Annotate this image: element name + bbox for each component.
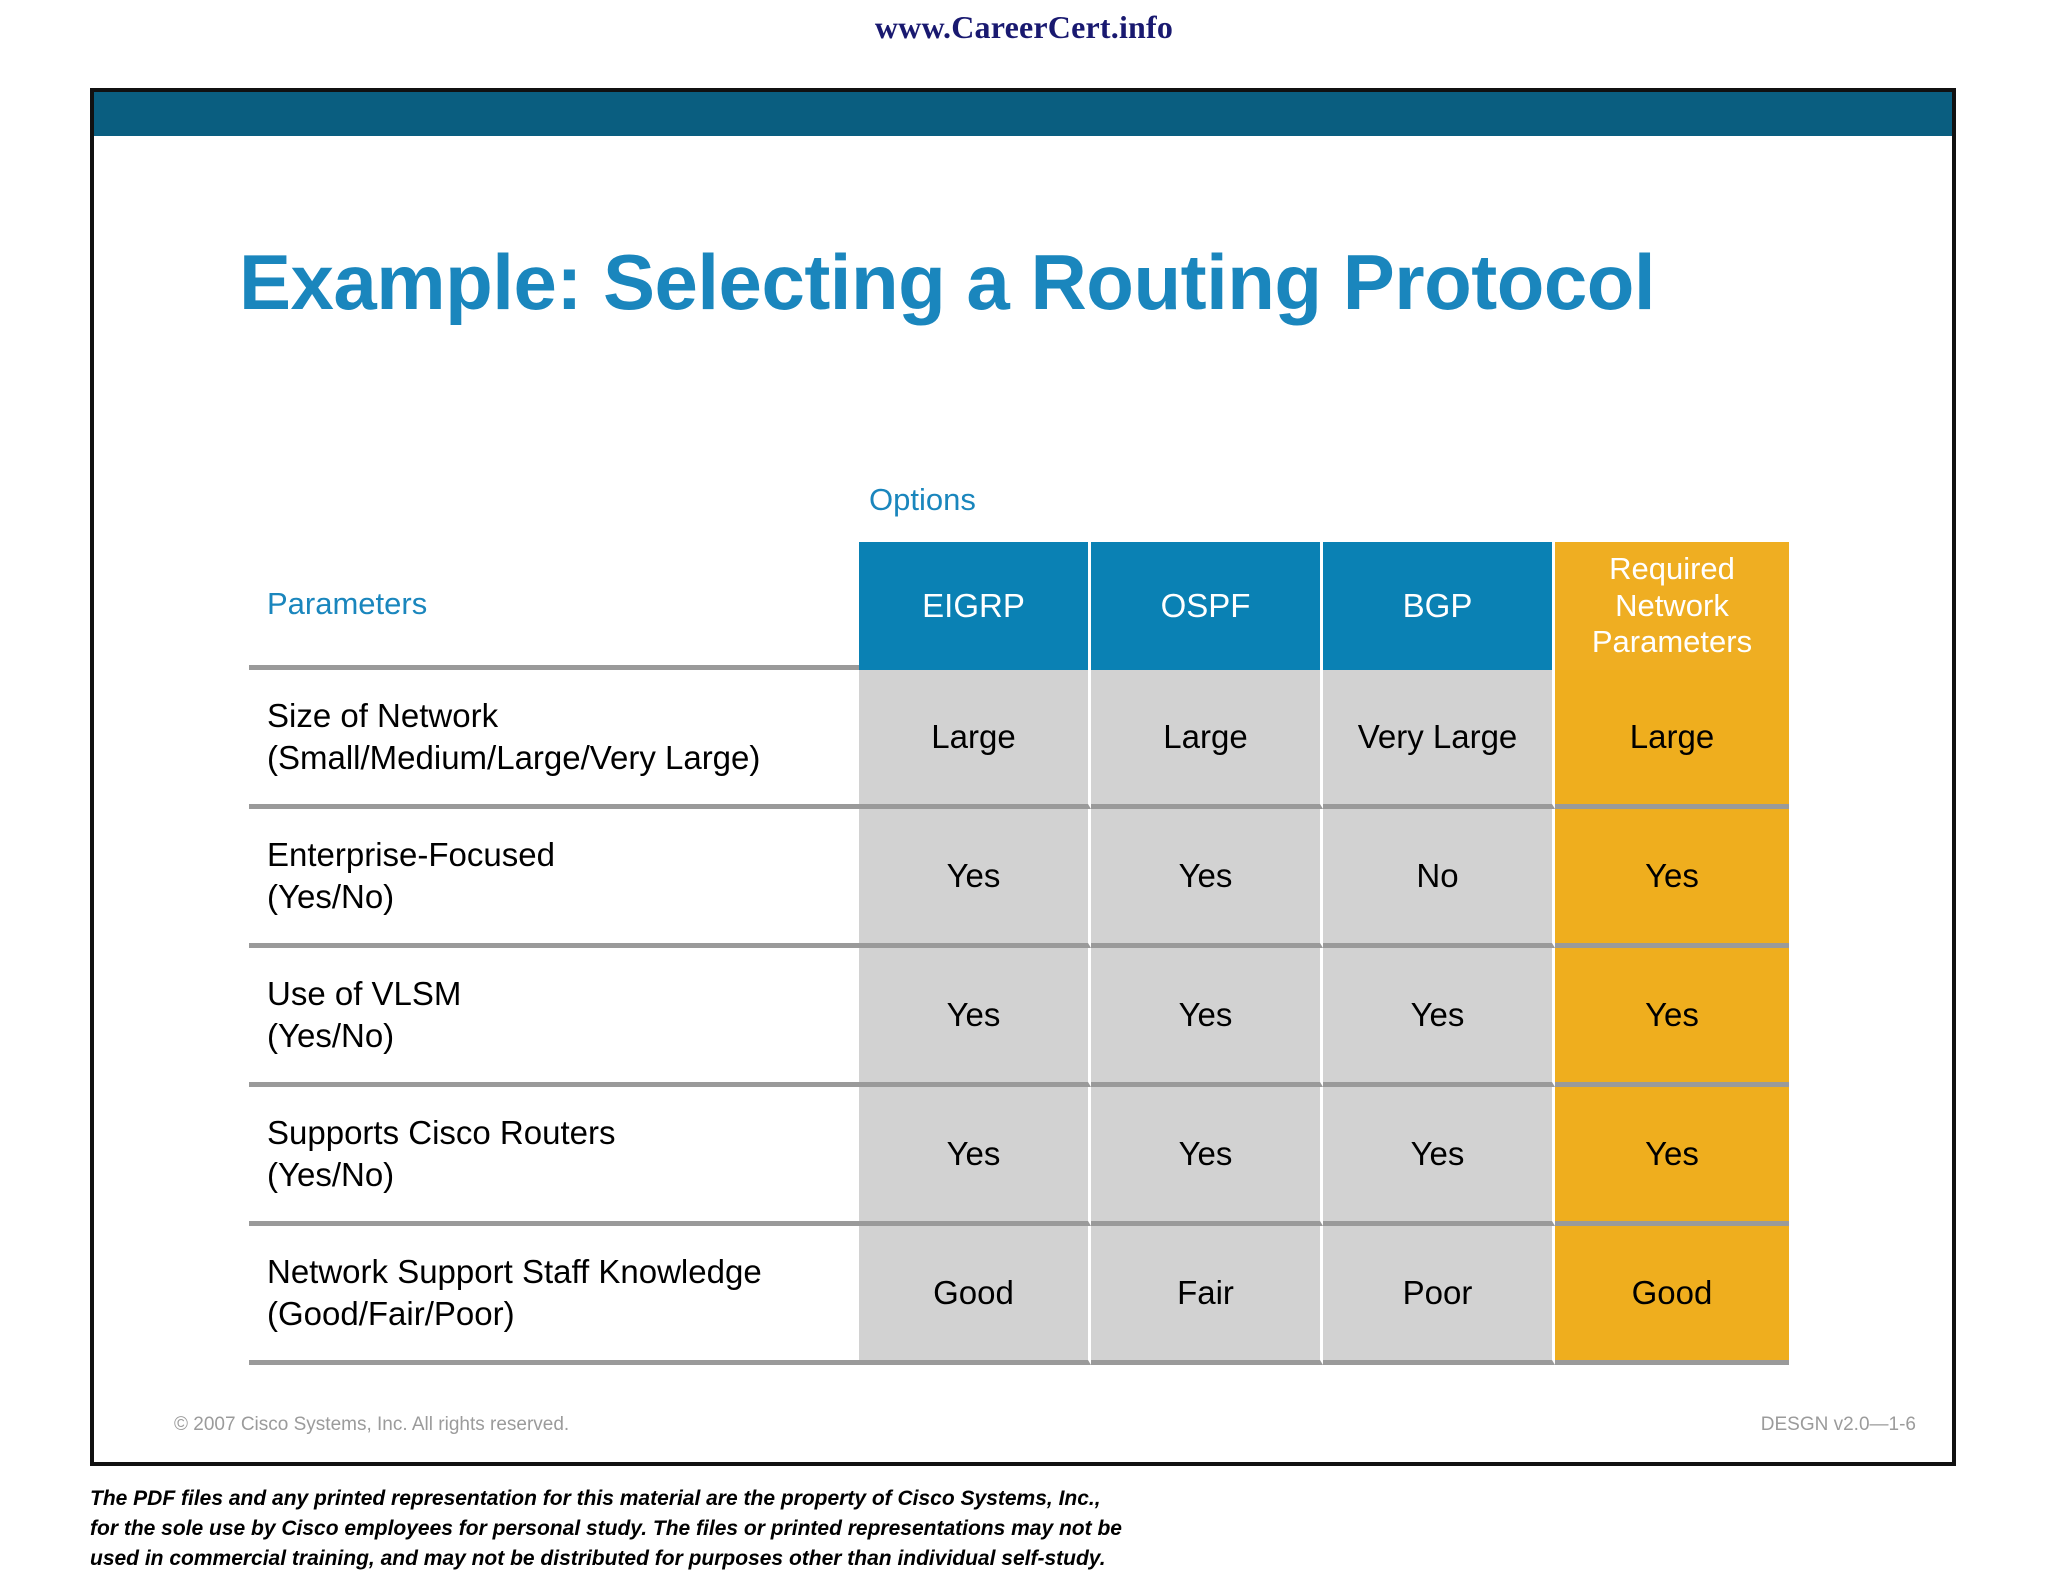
table-row: Use of VLSM (Yes/No) Yes Yes Yes Yes xyxy=(249,948,1789,1087)
cell-ospf-enterprise-focused: Yes xyxy=(1091,809,1323,948)
page-title: Example: Selecting a Routing Protocol xyxy=(239,238,1656,326)
site-watermark-text: www.CareerCert.info xyxy=(874,8,1174,45)
row-label-supports-cisco-routers: Supports Cisco Routers (Yes/No) xyxy=(249,1087,859,1226)
cell-ospf-use-of-vlsm: Yes xyxy=(1091,948,1323,1087)
cell-bgp-enterprise-focused: No xyxy=(1323,809,1555,948)
column-header-ospf: OSPF xyxy=(1091,542,1323,670)
cell-ospf-network-support-staff-knowledge: Fair xyxy=(1091,1226,1323,1365)
cell-eigrp-enterprise-focused: Yes xyxy=(859,809,1091,948)
course-code: DESGN v2.0—1-6 xyxy=(1760,1414,1916,1435)
column-header-eigrp: EIGRP xyxy=(859,542,1091,670)
slide-frame: Example: Selecting a Routing Protocol Op… xyxy=(90,88,1956,1466)
row-label-scale: (Yes/No) xyxy=(267,1017,395,1054)
column-header-parameters: Parameters xyxy=(249,542,859,670)
row-label-name: Supports Cisco Routers xyxy=(267,1114,616,1152)
row-label-name: Network Support Staff Knowledge xyxy=(267,1253,762,1291)
disclaimer-line-2: for the sole use by Cisco employees for … xyxy=(90,1516,1122,1540)
row-label-scale: (Small/Medium/Large/Very Large) xyxy=(267,739,761,776)
cell-ospf-supports-cisco-routers: Yes xyxy=(1091,1087,1323,1226)
row-label-use-of-vlsm: Use of VLSM (Yes/No) xyxy=(249,948,859,1087)
cell-required-supports-cisco-routers: Yes xyxy=(1555,1087,1789,1226)
cell-eigrp-use-of-vlsm: Yes xyxy=(859,948,1091,1087)
column-header-required-network-parameters: Required Network Parameters xyxy=(1555,542,1789,670)
cell-bgp-size-of-network: Very Large xyxy=(1323,670,1555,809)
disclaimer-line-1: The PDF files and any printed representa… xyxy=(90,1487,1101,1510)
table-header-row: Parameters EIGRP OSPF BGP Required Netwo… xyxy=(249,542,1789,670)
table-row: Size of Network (Small/Medium/Large/Very… xyxy=(249,670,1789,809)
options-group-label: Options xyxy=(869,482,976,517)
column-header-bgp: BGP xyxy=(1323,542,1555,670)
cell-required-enterprise-focused: Yes xyxy=(1555,809,1789,948)
cell-required-size-of-network: Large xyxy=(1555,670,1789,809)
row-label-name: Size of Network xyxy=(267,697,499,735)
row-label-size-of-network: Size of Network (Small/Medium/Large/Very… xyxy=(249,670,859,809)
row-label-network-support-staff-knowledge: Network Support Staff Knowledge (Good/Fa… xyxy=(249,1226,859,1365)
row-label-name: Enterprise-Focused xyxy=(267,836,555,874)
cell-eigrp-supports-cisco-routers: Yes xyxy=(859,1087,1091,1226)
table-row: Network Support Staff Knowledge (Good/Fa… xyxy=(249,1226,1789,1365)
cell-eigrp-size-of-network: Large xyxy=(859,670,1091,809)
row-label-scale: (Yes/No) xyxy=(267,878,395,915)
cell-eigrp-network-support-staff-knowledge: Good xyxy=(859,1226,1091,1365)
cell-required-network-support-staff-knowledge: Good xyxy=(1555,1226,1789,1365)
cell-bgp-use-of-vlsm: Yes xyxy=(1323,948,1555,1087)
table-row: Supports Cisco Routers (Yes/No) Yes Yes … xyxy=(249,1087,1789,1226)
site-watermark-header: www.CareerCert.info xyxy=(0,0,2048,54)
comparison-table: Options Parameters EIGRP OSPF BGP Requir… xyxy=(249,482,1809,1365)
row-label-scale: (Good/Fair/Poor) xyxy=(267,1295,515,1332)
table-grid: Parameters EIGRP OSPF BGP Required Netwo… xyxy=(249,542,1789,1365)
cell-ospf-size-of-network: Large xyxy=(1091,670,1323,809)
cell-bgp-supports-cisco-routers: Yes xyxy=(1323,1087,1555,1226)
row-label-name: Use of VLSM xyxy=(267,975,462,1013)
copyright-notice: © 2007 Cisco Systems, Inc. All rights re… xyxy=(174,1414,570,1435)
cell-required-use-of-vlsm: Yes xyxy=(1555,948,1789,1087)
usage-disclaimer: The PDF files and any printed representa… xyxy=(90,1484,1290,1573)
row-label-enterprise-focused: Enterprise-Focused (Yes/No) xyxy=(249,809,859,948)
table-row: Enterprise-Focused (Yes/No) Yes Yes No Y… xyxy=(249,809,1789,948)
slide-top-bar xyxy=(94,92,1952,136)
cell-bgp-network-support-staff-knowledge: Poor xyxy=(1323,1226,1555,1365)
disclaimer-line-3: used in commercial training, and may not… xyxy=(90,1546,1106,1570)
row-label-scale: (Yes/No) xyxy=(267,1156,395,1193)
